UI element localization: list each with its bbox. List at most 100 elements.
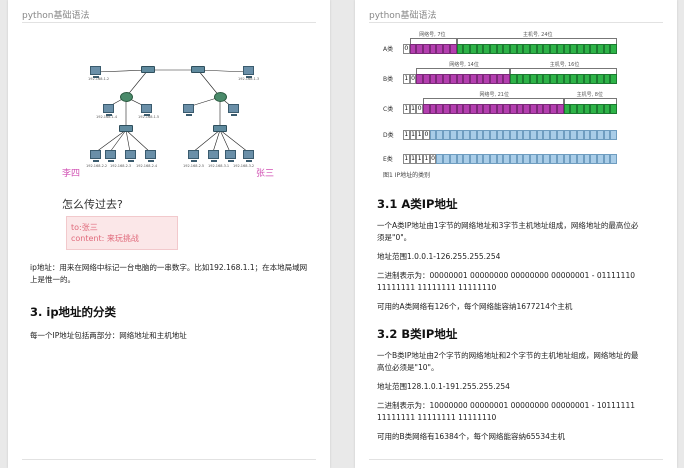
section-heading-b: 3.2 B类IP地址 xyxy=(377,327,458,341)
ip-class-label: A类 xyxy=(383,46,394,53)
b-count: 可用的B类网络有16384个，每个网络能容纳65534主机 xyxy=(377,432,565,441)
address-bit xyxy=(536,130,544,140)
host-bit xyxy=(469,44,477,54)
host-bit xyxy=(510,74,517,84)
pc-icon xyxy=(145,150,156,162)
host-bit xyxy=(523,74,531,84)
node-label: 192.168.2.2 xyxy=(86,164,108,168)
bit-cells: 0 xyxy=(403,44,617,54)
address-bit xyxy=(483,130,490,140)
network-bit xyxy=(436,44,444,54)
network-bit xyxy=(463,104,470,114)
network-bit xyxy=(510,104,517,114)
host-bit xyxy=(456,44,464,54)
network-bit xyxy=(483,74,490,84)
ip-class-label: B类 xyxy=(383,76,394,83)
address-bit xyxy=(570,154,577,164)
network-bit xyxy=(483,104,490,114)
host-bracket xyxy=(456,38,618,44)
router-icon xyxy=(214,92,227,102)
figure-caption: 图1 IP地址的类别 xyxy=(383,172,431,179)
host-bit xyxy=(576,74,584,84)
address-bit xyxy=(483,154,490,164)
network-bit xyxy=(489,74,497,84)
host-bit xyxy=(596,74,604,84)
address-bit xyxy=(469,154,477,164)
host-bit xyxy=(543,44,551,54)
pc-icon xyxy=(183,104,194,116)
network-bit xyxy=(416,44,424,54)
a-description: 一个A类IP地址由1字节的网络地址和3字节主机地址组成，网络地址的最高位必须是"… xyxy=(377,221,639,242)
host-bits-label: 主机号, 8位 xyxy=(576,92,603,98)
pc-icon xyxy=(228,104,239,116)
a-count: 可用的A类网络有126个，每个网络能容纳1677214个主机 xyxy=(377,302,573,311)
address-bit xyxy=(550,130,557,140)
address-bit xyxy=(596,154,604,164)
address-bit xyxy=(476,154,484,164)
host-bit xyxy=(610,74,617,84)
pc-icon xyxy=(103,104,114,116)
address-bit xyxy=(530,130,537,140)
network-bits-label: 网络号, 14位 xyxy=(449,62,479,68)
network-diagram: 192.168.1.2 192.168.1.3 192.168.1.4 192.… xyxy=(48,52,288,187)
network-bit xyxy=(443,104,450,114)
address-bit xyxy=(536,154,544,164)
page-header-title: python基础语法 xyxy=(369,11,437,21)
network-bit xyxy=(443,44,450,54)
pc-icon xyxy=(225,150,236,162)
pc-icon xyxy=(90,66,101,78)
name-tag-lisi: 李四 xyxy=(62,169,81,179)
host-bit xyxy=(590,44,597,54)
host-bit xyxy=(563,44,571,54)
host-bit xyxy=(590,104,597,114)
address-bit xyxy=(603,130,611,140)
host-bit xyxy=(536,44,544,54)
network-bit xyxy=(449,44,457,54)
pc-icon xyxy=(141,104,152,116)
address-bit xyxy=(436,154,444,164)
host-bit xyxy=(516,44,524,54)
host-bit xyxy=(543,74,551,84)
section-heading-a: 3.1 A类IP地址 xyxy=(377,197,458,211)
host-bit xyxy=(603,44,611,54)
host-bit xyxy=(583,104,591,114)
network-bit xyxy=(423,74,430,84)
host-bits-label: 主机号, 16位 xyxy=(549,62,580,68)
host-bit xyxy=(530,74,537,84)
address-bit xyxy=(476,130,484,140)
pc-icon xyxy=(243,66,254,78)
host-bit xyxy=(550,44,557,54)
host-bit xyxy=(576,104,584,114)
address-bit xyxy=(489,154,497,164)
prefix-bit: 0 xyxy=(423,130,430,140)
b-description: 一个B类IP地址由2个字节的网络地址和2个字节的主机地址组成，网络地址的最高位必… xyxy=(377,351,639,372)
address-bit xyxy=(510,154,517,164)
node-label: 192.168.2.4 xyxy=(136,164,158,168)
host-bit xyxy=(530,44,537,54)
address-bit xyxy=(610,154,617,164)
network-bracket xyxy=(423,98,564,104)
address-bit xyxy=(583,130,591,140)
address-bit xyxy=(550,154,557,164)
host-bit xyxy=(590,74,597,84)
address-bit xyxy=(496,154,504,164)
host-bit xyxy=(550,74,557,84)
network-bits-label: 网络号, 7位 xyxy=(419,32,446,38)
address-bit xyxy=(503,130,510,140)
prefix-bit: 0 xyxy=(416,104,424,114)
prefix-bit: 0 xyxy=(409,74,417,84)
address-bit xyxy=(503,154,510,164)
network-bracket xyxy=(409,38,457,44)
pc-icon xyxy=(125,150,136,162)
host-bit xyxy=(476,44,484,54)
host-bit xyxy=(496,44,504,54)
pc-icon xyxy=(188,150,199,162)
network-bit xyxy=(503,104,510,114)
pc-icon xyxy=(105,150,116,162)
